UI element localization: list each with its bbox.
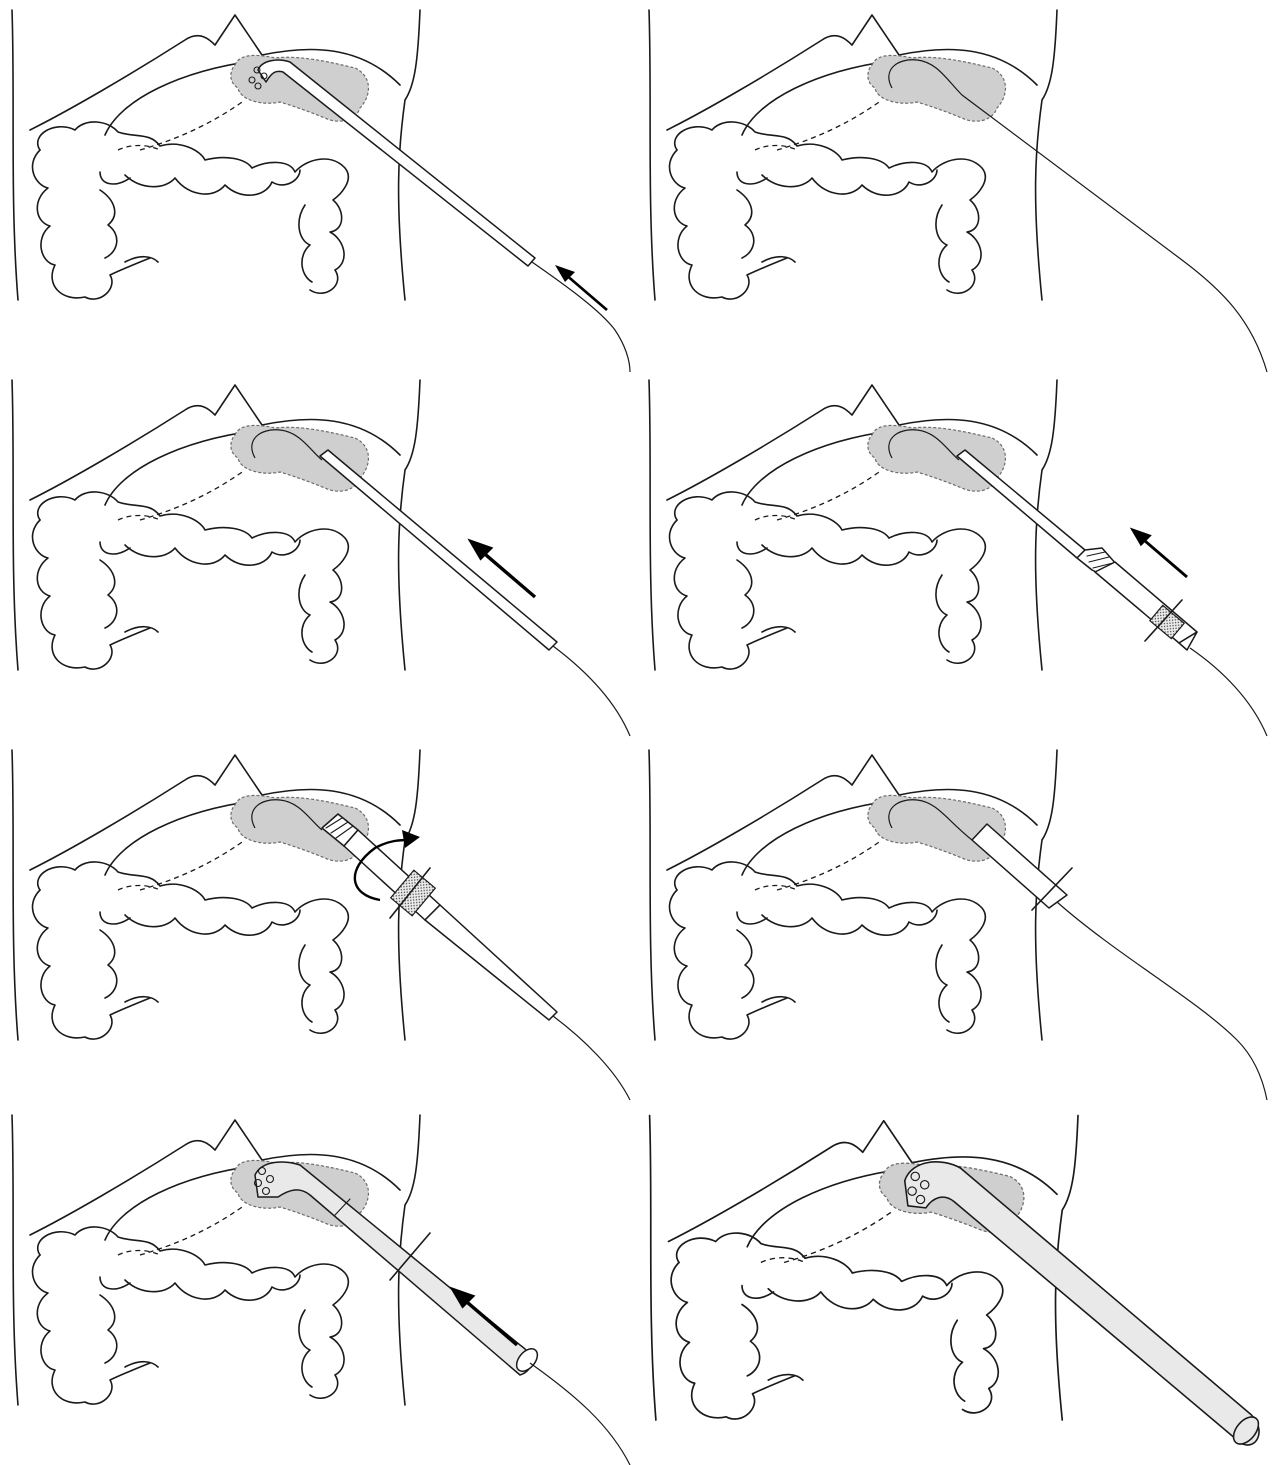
panel-step-6: [649, 750, 1267, 1100]
guidewire: [530, 1363, 630, 1465]
insertion-arrow: [1130, 528, 1187, 578]
panel-step-1: [12, 10, 630, 372]
panel-step-4: [649, 380, 1267, 736]
dilator: [425, 905, 557, 1020]
guidewire: [553, 1016, 630, 1100]
panel-step-5: [12, 750, 630, 1100]
guidewire: [1190, 648, 1267, 736]
guidewire: [553, 646, 630, 736]
panel-step-7: [12, 1115, 630, 1465]
panel-step-3: [12, 380, 630, 736]
insertion-arrow: [555, 265, 607, 310]
dilator: [320, 450, 557, 650]
guidewire: [1057, 902, 1267, 1100]
sheath: [972, 824, 1067, 908]
panel-step-2: [649, 10, 1267, 372]
drainage-catheter: [905, 1162, 1259, 1445]
dilator: [957, 450, 1085, 558]
guidewire: [532, 262, 630, 372]
sheath: [344, 830, 440, 920]
panel-step-8: [650, 1116, 1264, 1449]
